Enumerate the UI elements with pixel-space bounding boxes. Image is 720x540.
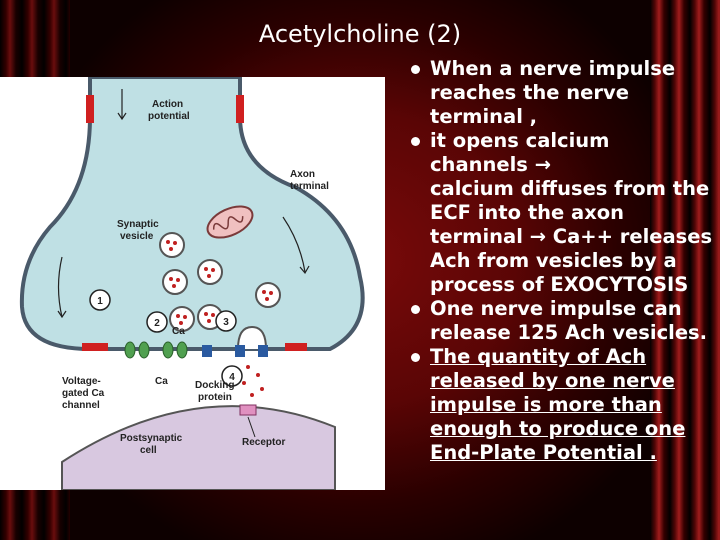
slide-title: Acetylcholine (2) xyxy=(258,20,462,48)
bullet-list: When a nerve impulse reaches the nerve t… xyxy=(411,57,713,465)
docking-proteins xyxy=(202,345,268,357)
synaptic-vesicle-label-1: Synaptic xyxy=(117,219,159,230)
vesicle-4 xyxy=(255,282,281,308)
voltage-gated-label-3: channel xyxy=(62,400,100,411)
step-3-label: 3 xyxy=(223,317,229,328)
receptor-shape xyxy=(239,404,257,416)
bullet-2-continuation-text: calcium diffuses from the ECF into the a… xyxy=(430,177,713,296)
step-1-label: 1 xyxy=(97,296,103,307)
bullet-4-text: The quantity of Ach released by one nerv… xyxy=(430,345,686,464)
step-markers: 1 2 3 4 xyxy=(89,289,243,387)
voltage-gated-label-2: gated Ca xyxy=(62,388,105,399)
action-potential-band-left xyxy=(86,95,94,123)
membrane-red-band-right xyxy=(285,343,307,351)
ca-top-label: Ca xyxy=(172,326,185,337)
axon-terminal-label-1: Axon xyxy=(290,169,315,180)
bullet-3: One nerve impulse can release 125 Ach ve… xyxy=(411,297,713,345)
step-2-label: 2 xyxy=(154,318,160,329)
released-ach xyxy=(242,365,264,397)
bullet-dot xyxy=(411,137,420,146)
postsynaptic-label-2: cell xyxy=(140,445,157,456)
action-potential-label-1: Action xyxy=(152,99,183,110)
synapse-diagram: 1 2 3 4 Action potential Axon terminal S… xyxy=(0,77,385,490)
axon-terminal xyxy=(19,77,365,351)
fusing-vesicle xyxy=(237,325,267,350)
bullet-dot xyxy=(411,305,420,314)
vesicle-3 xyxy=(162,269,188,295)
postsynaptic-cell xyxy=(61,405,336,490)
bullet-1-text: When a nerve impulse reaches the nerve t… xyxy=(430,57,676,128)
impulse-arrows xyxy=(57,89,310,319)
vesicle-1 xyxy=(159,232,185,258)
bullet-dot xyxy=(411,353,420,362)
action-potential-band-right xyxy=(236,95,244,123)
voltage-gated-label-1: Voltage- xyxy=(62,376,101,387)
bullet-2-continuation: calcium diffuses from the ECF into the a… xyxy=(413,177,713,297)
bullet-1: When a nerve impulse reaches the nerve t… xyxy=(411,57,713,129)
membrane-red-band-left xyxy=(82,343,108,351)
step-4-label: 4 xyxy=(229,372,235,383)
bullet-3-text: One nerve impulse can release 125 Ach ve… xyxy=(430,297,708,344)
postsynaptic-label-1: Postsynaptic xyxy=(120,433,183,444)
vesicle-2 xyxy=(197,259,223,285)
axon-terminal-label-2: terminal xyxy=(290,181,329,192)
ca-bottom-label: Ca xyxy=(155,376,168,387)
calcium-channels xyxy=(124,341,188,359)
bullet-4: The quantity of Ach released by one nerv… xyxy=(411,345,713,465)
synaptic-vesicle-label-2: vesicle xyxy=(120,231,154,242)
receptor-pointer xyxy=(247,416,256,438)
receptor-label: Receptor xyxy=(242,437,285,448)
vesicle-5 xyxy=(169,306,195,332)
bullet-2: it opens calcium channels → xyxy=(411,129,713,177)
synapse-svg: 1 2 3 4 Action potential Axon terminal S… xyxy=(19,77,365,490)
bullet-dot xyxy=(411,65,420,74)
mitochondrion xyxy=(206,205,254,239)
action-potential-label-2: potential xyxy=(148,111,190,122)
bullet-2-text: it opens calcium channels → xyxy=(430,129,610,176)
docking-protein-label-1: Docking xyxy=(195,380,234,391)
docking-protein-label-2: protein xyxy=(198,392,232,403)
